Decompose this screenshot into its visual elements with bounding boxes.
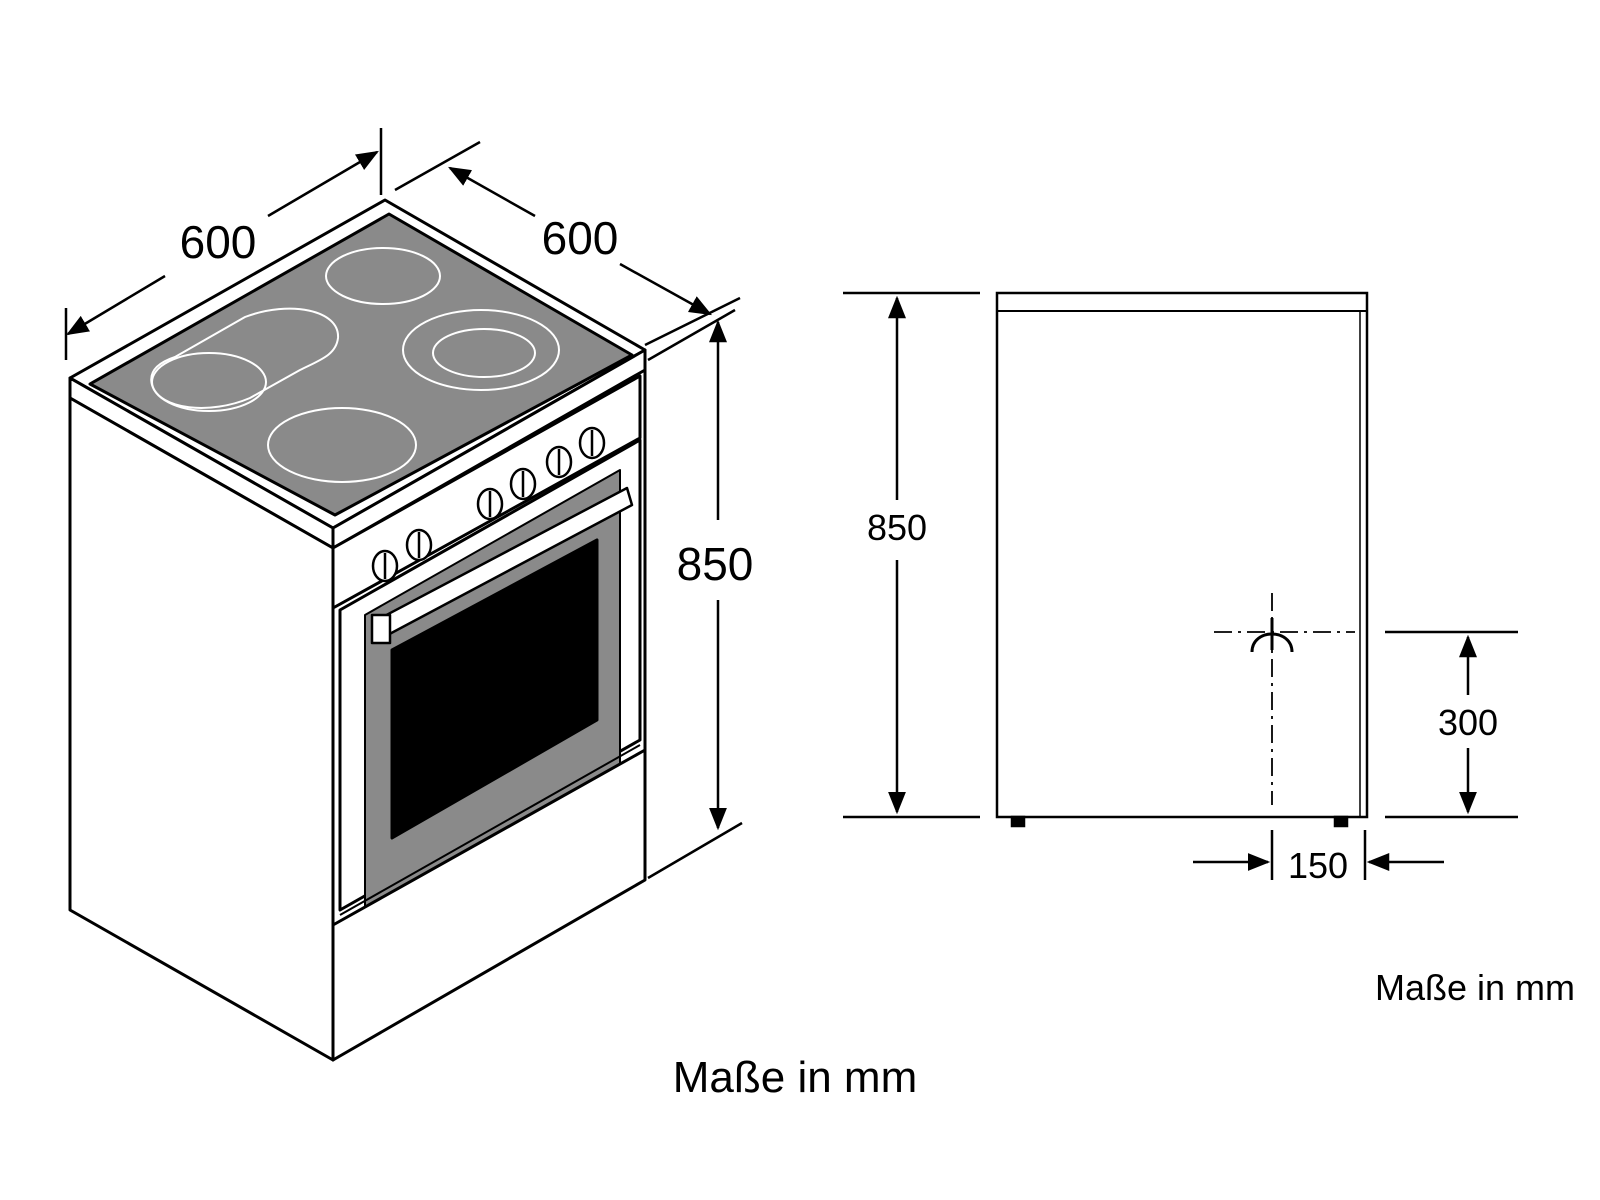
width-dimension-line-right: [267, 150, 379, 218]
oven-window: [390, 538, 599, 840]
knob-icon: [405, 528, 433, 562]
handle-end-left: [370, 613, 392, 645]
width-label: 600: [180, 216, 257, 268]
burner-front: [267, 407, 417, 483]
burners: [150, 247, 560, 483]
cooktop-glass: [88, 212, 634, 517]
side-view-body: [995, 291, 1369, 819]
perspective-caption: Maße in mm: [673, 1053, 917, 1102]
knob-icon: [371, 549, 399, 583]
depth-dimension-line-right: [619, 262, 712, 316]
perspective-view: [68, 198, 647, 1062]
knob-icon: [509, 467, 537, 501]
burner-right-inner: [432, 328, 536, 378]
height-label: 850: [677, 538, 754, 590]
knob-icon: [545, 445, 573, 479]
burner-back-left: [325, 247, 441, 305]
side-view-caption: Maße in mm: [1375, 967, 1575, 1008]
burner-left-inner: [151, 352, 267, 412]
connection-offset-label: 150: [1288, 845, 1348, 886]
burner-right-outer: [402, 309, 560, 391]
connection-socket-icon: [1250, 618, 1294, 653]
foot-left: [1010, 815, 1026, 828]
side-height-label: 850: [867, 507, 927, 548]
knobs: [371, 426, 606, 583]
side-view: [843, 291, 1518, 880]
foot-right: [1333, 815, 1349, 828]
width-dimension-line-left: [66, 274, 166, 336]
depth-dimension-line-left: [448, 166, 536, 218]
knob-icon: [578, 426, 606, 460]
knob-icon: [476, 487, 504, 521]
perspective-dimensions: [64, 128, 743, 880]
depth-label: 600: [542, 212, 619, 264]
connection-height-label: 300: [1438, 702, 1498, 743]
